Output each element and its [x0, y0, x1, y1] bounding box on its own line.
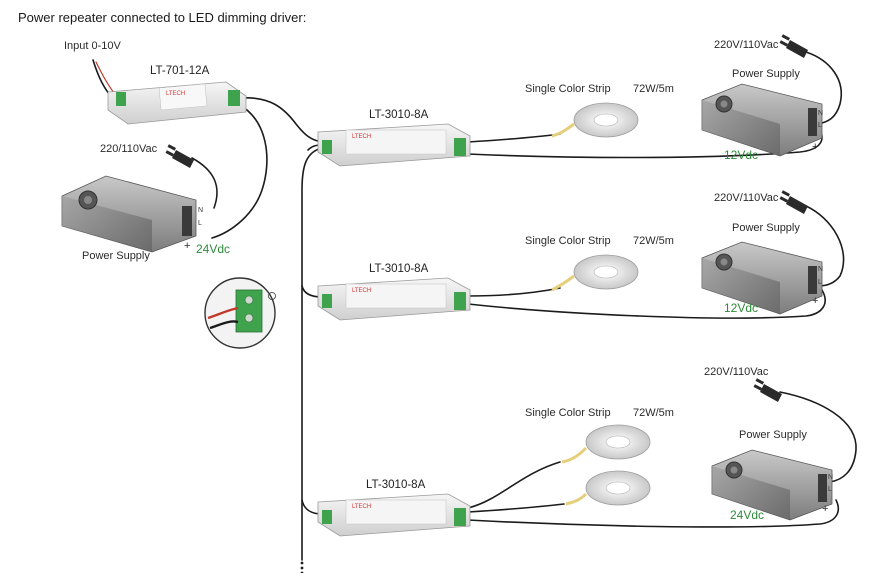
repeater-supply-ac-wire	[191, 157, 218, 209]
continuation-dots	[300, 561, 304, 575]
driver2-power-supply	[701, 241, 823, 315]
terminal-l: L	[818, 279, 822, 286]
terminal-n: N	[828, 474, 834, 481]
svg-text:LTECH: LTECH	[352, 134, 371, 140]
driver3-supply-label: Power Supply	[739, 429, 807, 441]
svg-text:LTECH: LTECH	[352, 288, 371, 294]
driver3-supply-ac-label: 220V/110Vac	[704, 366, 769, 378]
repeater-supply-label: Power Supply	[82, 250, 150, 262]
terminal-plus: +	[184, 240, 191, 252]
terminal-l: L	[818, 122, 822, 129]
driver1-supply-dc-label: 12Vdc	[724, 148, 759, 162]
driver2-strip-label: Single Color Strip	[525, 235, 611, 247]
terminal-n: N	[818, 110, 824, 117]
repeater-unit: LTECH	[107, 81, 247, 125]
driver1-strip-power: 72W/5m	[633, 83, 674, 95]
led-strip-reel-3b	[565, 470, 651, 506]
terminal-n: N	[198, 207, 204, 214]
driver3-strip-power: 72W/5m	[633, 407, 674, 419]
driver3-strip-wire-b	[467, 503, 565, 513]
led-strip-reel-3a	[561, 424, 651, 464]
driver1-strip-label: Single Color Strip	[525, 83, 611, 95]
driver3-supply-dc-label: 24Vdc	[730, 508, 765, 522]
driver3-supply-wire	[467, 499, 840, 528]
driver1-power-supply	[701, 83, 823, 157]
driver3-model-label: LT-3010-8A	[366, 479, 426, 491]
page-title: Power repeater connected to LED dimming …	[18, 10, 307, 25]
driver1-model-label: LT-3010-8A	[369, 109, 429, 121]
driver1-supply-label: Power Supply	[732, 68, 800, 80]
driver-unit-2: LTECH	[317, 277, 471, 321]
repeater-output-wire	[239, 97, 323, 143]
driver3-strip-label: Single Color Strip	[525, 407, 611, 419]
plug-icon	[779, 34, 808, 58]
input-label: Input 0-10V	[64, 40, 121, 52]
driver3-strip-wire-a	[467, 461, 561, 509]
driver2-strip-wire	[467, 287, 561, 297]
plug-icon	[753, 378, 782, 402]
led-strip-reel-2	[551, 254, 639, 292]
terminal-l: L	[828, 486, 832, 493]
driver2-supply-ac-label: 220V/110Vac	[714, 192, 779, 204]
driver3-power-supply	[711, 449, 833, 521]
plug-icon	[779, 190, 808, 214]
driver2-model-label: LT-3010-8A	[369, 263, 429, 275]
repeater-supply-ac-label: 220/110Vac	[100, 143, 158, 155]
terminal-plus: +	[822, 503, 829, 515]
driver2-supply-label: Power Supply	[732, 222, 800, 234]
terminal-detail-zoom	[204, 277, 276, 349]
repeater-supply-dc-label: 24Vdc	[196, 242, 231, 256]
driver-unit-3: LTECH	[317, 493, 471, 537]
led-strip-reel-1	[551, 102, 639, 138]
driver2-strip-power: 72W/5m	[633, 235, 674, 247]
terminal-plus: +	[812, 295, 819, 307]
control-bus-wire	[301, 147, 323, 561]
svg-text:LTECH: LTECH	[166, 91, 185, 97]
driver2-supply-dc-label: 12Vdc	[724, 301, 759, 315]
plug-icon	[165, 144, 194, 168]
terminal-plus: +	[812, 141, 819, 153]
driver1-supply-wire	[467, 129, 823, 159]
driver2-supply-wire	[467, 289, 826, 319]
driver1-strip-wire	[467, 133, 561, 143]
terminal-l: L	[198, 220, 202, 227]
wires	[92, 51, 857, 561]
repeater-supply-dc-wire	[211, 103, 268, 239]
repeater-power-supply	[61, 175, 197, 253]
svg-text:LTECH: LTECH	[352, 504, 371, 510]
repeater-model-label: LT-701-12A	[150, 65, 210, 77]
driver-unit-1: LTECH	[317, 123, 471, 167]
driver1-supply-ac-label: 220V/110Vac	[714, 39, 779, 51]
terminal-n: N	[818, 266, 824, 273]
zoom-origin-marker	[268, 292, 276, 300]
